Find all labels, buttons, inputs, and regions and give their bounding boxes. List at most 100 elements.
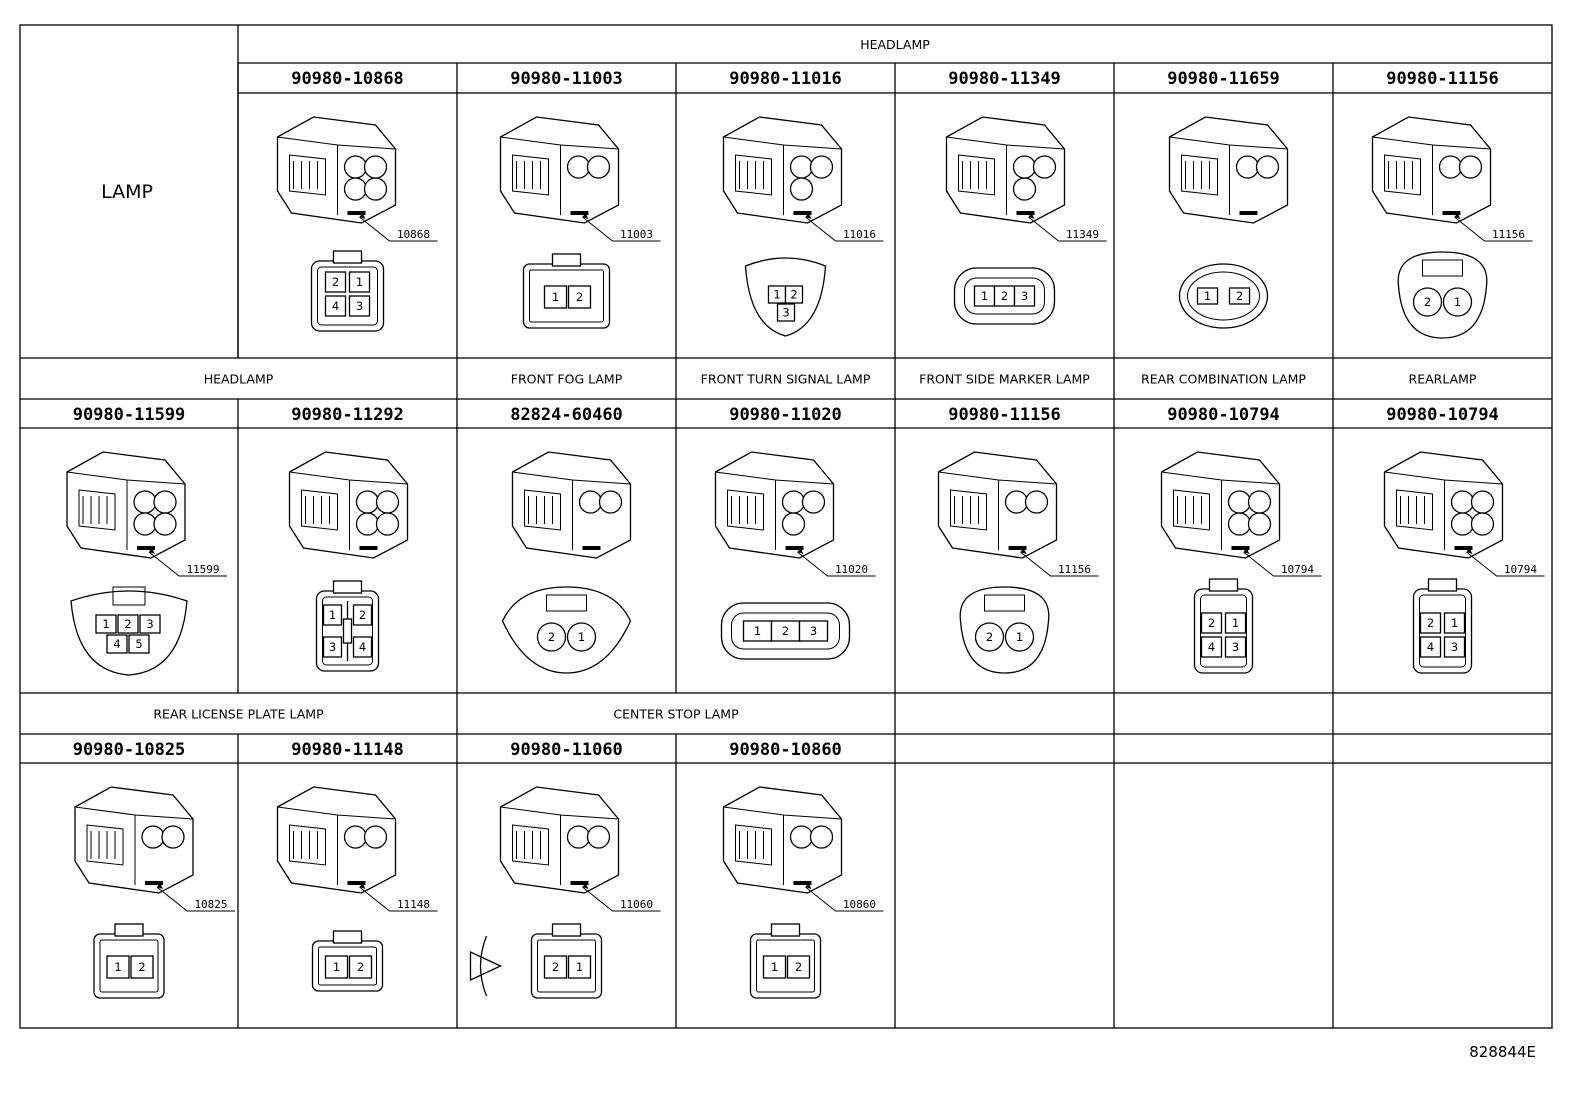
part-number: 90980-11003 [510, 69, 623, 89]
pin-number: 1 [1016, 630, 1023, 644]
pin-number: 2 [790, 288, 797, 302]
housing-shape [499, 786, 620, 894]
category-label: HEADLAMP [860, 37, 930, 52]
housing-shape [276, 116, 397, 224]
connector-illustration: 11156 2 1 [1371, 116, 1533, 339]
housing-shape [1160, 451, 1281, 559]
part-number: 90980-11349 [948, 69, 1061, 89]
part-number: 90980-10794 [1386, 405, 1499, 425]
pin-number: 2 [1208, 616, 1215, 630]
pin-number: 1 [576, 960, 583, 974]
category-label: HEADLAMP [204, 372, 274, 387]
callout-label: 11156 [1492, 228, 1525, 241]
callout-label: 11156 [1058, 563, 1091, 576]
housing-shape [1383, 451, 1504, 559]
callout-label: 11060 [620, 898, 653, 911]
pin-number: 1 [552, 290, 559, 304]
category-label: FRONT TURN SIGNAL LAMP [701, 372, 871, 387]
pin-number: 2 [1001, 289, 1008, 303]
pin-number: 1 [1454, 295, 1461, 309]
pin-number: 1 [114, 960, 121, 974]
housing-shape [722, 786, 843, 894]
part-number: 90980-11156 [948, 405, 1061, 425]
pin-number: 2 [138, 960, 145, 974]
part-number: 90980-11156 [1386, 69, 1499, 89]
pin-number: 1 [1204, 289, 1211, 303]
pin-number: 4 [113, 637, 120, 651]
callout-label: 11003 [620, 228, 653, 241]
pin-number: 1 [771, 960, 778, 974]
category-label: FRONT FOG LAMP [511, 372, 623, 387]
pin-number: 2 [548, 630, 555, 644]
pin-number: 3 [1232, 640, 1239, 654]
part-number: 90980-10794 [1167, 405, 1280, 425]
part-number: 90980-11292 [291, 405, 404, 425]
housing-shape [74, 786, 194, 894]
part-number: 90980-11060 [510, 740, 623, 760]
housing-shape [66, 451, 186, 559]
callout-label: 11599 [186, 563, 219, 576]
pin-number: 1 [333, 960, 340, 974]
housing-shape [722, 116, 843, 224]
housing-shape [1168, 116, 1289, 224]
table-frame [19, 24, 1553, 1029]
housing-shape [945, 116, 1066, 224]
pin-number: 3 [146, 617, 153, 631]
callout-label: 11020 [835, 563, 868, 576]
part-number: 90980-10860 [729, 740, 842, 760]
figure-id: 828844E [1469, 1043, 1536, 1061]
callout-label: 10794 [1281, 563, 1314, 576]
housing-shape [499, 116, 620, 224]
pin-number: 1 [102, 617, 109, 631]
part-number: 82824-60460 [510, 405, 623, 425]
callout-label: 11148 [397, 898, 430, 911]
pin-number: 1 [754, 624, 761, 638]
table-row: HEADLAMP FRONT FOG LAMP FRONT TURN SIGNAL … [20, 357, 1552, 693]
part-number: 90980-11020 [729, 405, 842, 425]
pin-number: 1 [1451, 616, 1458, 630]
pin-number: 4 [359, 640, 366, 654]
callout-label: 10860 [843, 898, 876, 911]
category-label: REAR LICENSE PLATE LAMP [153, 707, 324, 722]
housing-shape [288, 451, 409, 559]
callout-label: 11016 [843, 228, 876, 241]
callout-label: 10794 [1504, 563, 1537, 576]
pin-number: 2 [552, 960, 559, 974]
pin-number: 2 [1424, 295, 1431, 309]
pin-number: 1 [356, 275, 363, 289]
pin-number: 2 [1236, 289, 1243, 303]
pin-number: 2 [332, 275, 339, 289]
pin-number: 2 [124, 617, 131, 631]
housing-shape [937, 451, 1058, 559]
pin-number: 3 [356, 299, 363, 313]
category-label: FRONT SIDE MARKER LAMP [919, 372, 1090, 387]
category-label: REAR COMBINATION LAMP [1141, 372, 1306, 387]
part-number: 90980-11016 [729, 69, 842, 89]
lamp-header: LAMP [101, 181, 153, 203]
